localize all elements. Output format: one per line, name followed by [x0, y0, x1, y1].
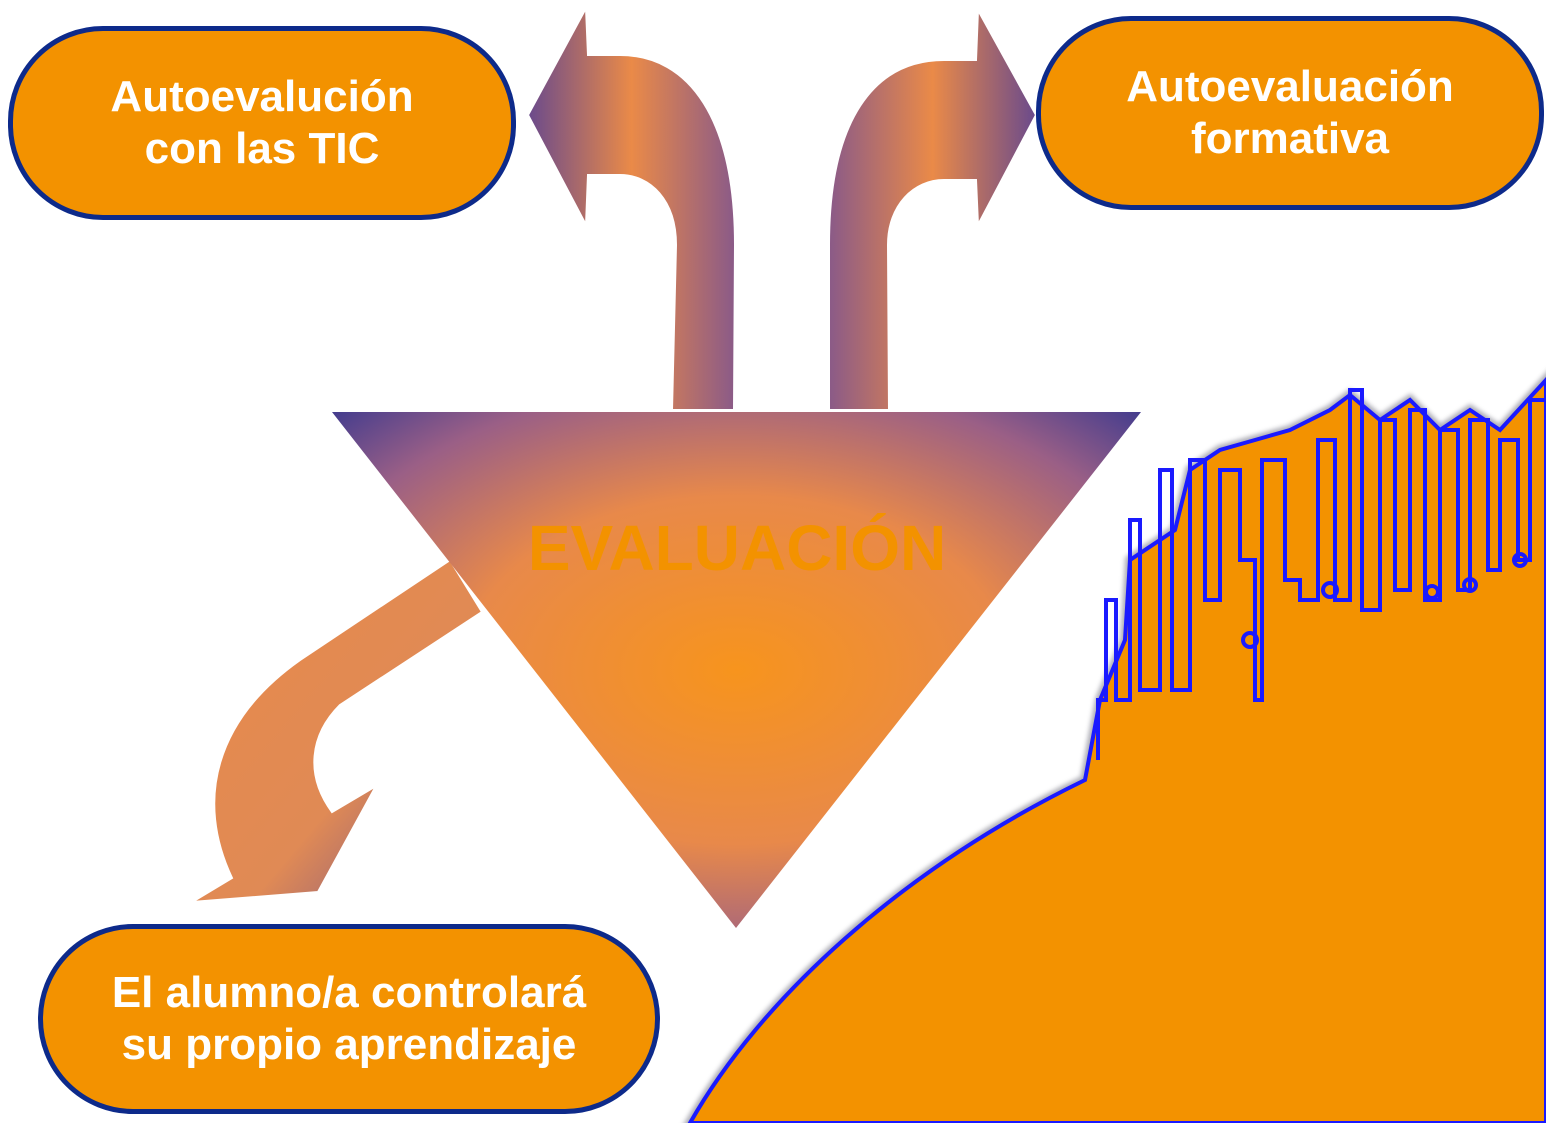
node-label: El alumno/a controlará su propio aprendi…: [111, 968, 587, 1069]
arrow-to-top-right: [828, 6, 1038, 411]
node-autoevalucion-tic: Autoevalución con las TIC: [8, 26, 516, 220]
node-alumno-aprendizaje: El alumno/a controlará su propio aprendi…: [38, 924, 660, 1114]
arrow-to-bottom-left: [191, 558, 484, 903]
evaluation-triangle: [332, 412, 1141, 928]
node-label: Autoevalución con las TIC: [110, 72, 414, 173]
decorative-orange-wave: [684, 372, 1546, 1123]
node-autoevaluacion-formativa: Autoevaluación formativa: [1036, 16, 1544, 210]
arrow-to-top-left: [526, 4, 737, 411]
center-label: EVALUACIÓN: [528, 512, 946, 584]
node-label: Autoevaluación formativa: [1126, 62, 1454, 163]
